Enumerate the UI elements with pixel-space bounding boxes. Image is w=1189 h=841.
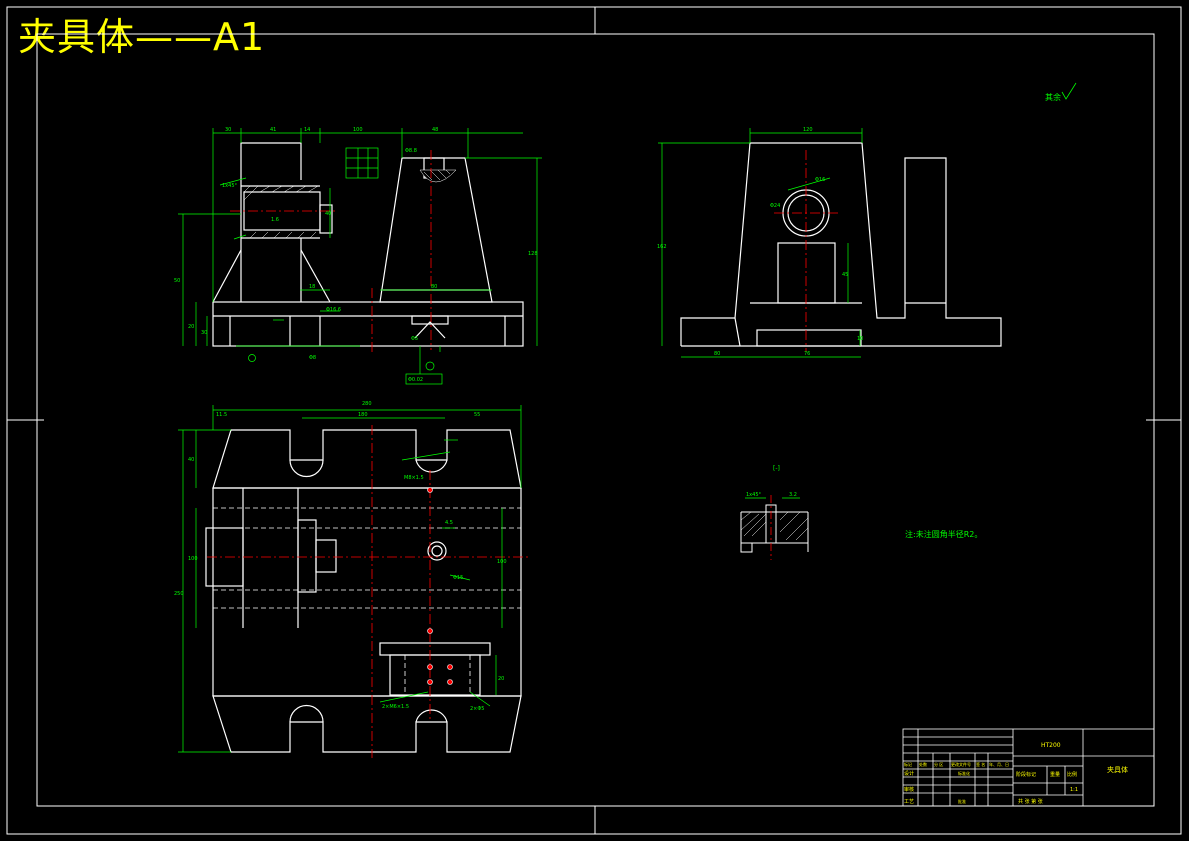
title-block-header-date: 年、月、日 — [989, 761, 1009, 767]
svg-text:76: 76 — [804, 351, 810, 357]
sheet-frame — [6, 6, 1182, 835]
svg-text:30: 30 — [225, 127, 231, 133]
top-view-dim-text: 280 180 11.5 55 250 40 100 100 20 4.5 M8… — [174, 401, 507, 712]
section-detail: [-] 1x45° 3.2 — [740, 465, 809, 560]
front-view-hatch — [243, 169, 457, 239]
svg-text:55: 55 — [474, 412, 480, 418]
top-view-centerlines — [207, 425, 530, 758]
title-block-weight-label: 重量 — [1050, 771, 1060, 778]
title-block-header-count: 处数 — [919, 761, 927, 767]
svg-text:162: 162 — [657, 244, 667, 250]
side-view-outline — [680, 142, 1002, 347]
svg-text:M8×1.5: M8×1.5 — [404, 475, 424, 481]
svg-text:30: 30 — [201, 330, 207, 336]
side-view-centerlines — [774, 150, 838, 352]
svg-text:10: 10 — [857, 336, 863, 342]
title-block-scale: 1:1 — [1070, 787, 1078, 793]
side-view: 120 162 80 76 45 10 Φ24 Φ16 其余 — [657, 82, 1077, 358]
sheet-title: 夹具体——A1 — [18, 15, 266, 59]
top-view: 280 180 11.5 55 250 40 100 100 20 4.5 M8… — [174, 401, 530, 758]
title-block-stage-label: 阶段标记 — [1016, 771, 1036, 778]
svg-text:180: 180 — [358, 412, 368, 418]
title-block-material: HT200 — [1041, 742, 1061, 749]
front-view: 30 41 14 100 48 50 20 30 128 80 18 40 1x… — [174, 127, 542, 385]
svg-text:3.2: 3.2 — [789, 492, 797, 498]
svg-text:45: 45 — [842, 272, 848, 278]
svg-text:1.6: 1.6 — [271, 217, 279, 223]
section-hatch — [740, 511, 809, 541]
svg-text:Φ8.8: Φ8.8 — [405, 148, 417, 154]
svg-text:50: 50 — [174, 278, 180, 284]
title-block-row-process: 工艺 — [904, 799, 914, 805]
top-view-outline — [205, 429, 522, 753]
svg-text:Φ0.02: Φ0.02 — [408, 377, 423, 383]
svg-text:4.5: 4.5 — [445, 520, 453, 526]
title-block-header-doc: 更改文件号 — [951, 761, 971, 767]
svg-text:41: 41 — [270, 127, 276, 133]
title-block-row-design: 设计 — [904, 770, 914, 777]
svg-text:40: 40 — [188, 457, 194, 463]
front-view-dim-text: 30 41 14 100 48 50 20 30 128 80 18 40 1x… — [174, 127, 538, 383]
technical-note: 注:未注圆角半径R2。 — [905, 529, 982, 539]
svg-text:1x45°: 1x45° — [222, 183, 238, 189]
svg-text:1x45°: 1x45° — [746, 492, 762, 498]
title-block-header-mark: 标记 — [904, 761, 912, 767]
svg-text:Φ5: Φ5 — [411, 336, 418, 342]
front-view-centerlines — [230, 150, 432, 352]
svg-text:48: 48 — [432, 127, 438, 133]
svg-text:14: 14 — [304, 127, 310, 133]
title-block-part-name: 夹具体 — [1107, 765, 1128, 774]
svg-text:80: 80 — [714, 351, 720, 357]
svg-text:20: 20 — [188, 324, 194, 330]
svg-text:11.5: 11.5 — [216, 412, 227, 418]
svg-text:100: 100 — [353, 127, 363, 133]
svg-text:2×Φ5: 2×Φ5 — [470, 706, 485, 712]
svg-text:280: 280 — [362, 401, 372, 407]
title-block-ratio-label: 比例 — [1067, 771, 1077, 778]
svg-text:128: 128 — [528, 251, 538, 257]
svg-text:120: 120 — [803, 127, 813, 133]
front-view-dimensions — [178, 128, 542, 385]
svg-text:18: 18 — [309, 284, 315, 290]
svg-text:2×M6×1.5: 2×M6×1.5 — [382, 704, 409, 710]
svg-text:80: 80 — [431, 284, 437, 290]
title-block-row-review: 审核 — [904, 786, 914, 793]
svg-text:40: 40 — [325, 211, 331, 217]
side-view-dimensions — [658, 128, 863, 358]
svg-text:Φ24: Φ24 — [770, 203, 780, 209]
section-label: [-] — [773, 465, 780, 472]
title-block-std: 标准化 — [958, 770, 970, 776]
svg-text:100: 100 — [188, 556, 198, 562]
top-view-pins — [427, 487, 453, 685]
title-block-header-zone: 分 区 — [934, 761, 943, 767]
svg-text:其余: 其余 — [1045, 92, 1061, 102]
title-block-header-sign: 签 名 — [976, 761, 985, 767]
svg-text:Φ16.6: Φ16.6 — [326, 307, 341, 313]
svg-text:100: 100 — [497, 559, 507, 565]
roughness-symbol: 其余 — [1045, 82, 1077, 102]
title-block: HT200 夹具体 1:1 阶段标记 重量 比例 共 张 第 张 标记 处数 分… — [902, 728, 1155, 807]
side-view-dim-text: 120 162 80 76 45 10 Φ24 Φ16 — [657, 127, 863, 357]
svg-text:250: 250 — [174, 591, 184, 597]
svg-text:Φ15: Φ15 — [453, 575, 463, 581]
svg-text:Φ8: Φ8 — [309, 355, 316, 361]
title-block-approve: 批准 — [958, 798, 966, 804]
top-view-dimensions — [178, 405, 522, 753]
svg-text:Φ16: Φ16 — [815, 177, 825, 183]
title-block-sheet-count: 共 张 第 张 — [1018, 798, 1043, 805]
section-outline — [740, 504, 809, 553]
svg-text:20: 20 — [498, 676, 504, 682]
top-view-hidden-lines — [213, 507, 521, 695]
